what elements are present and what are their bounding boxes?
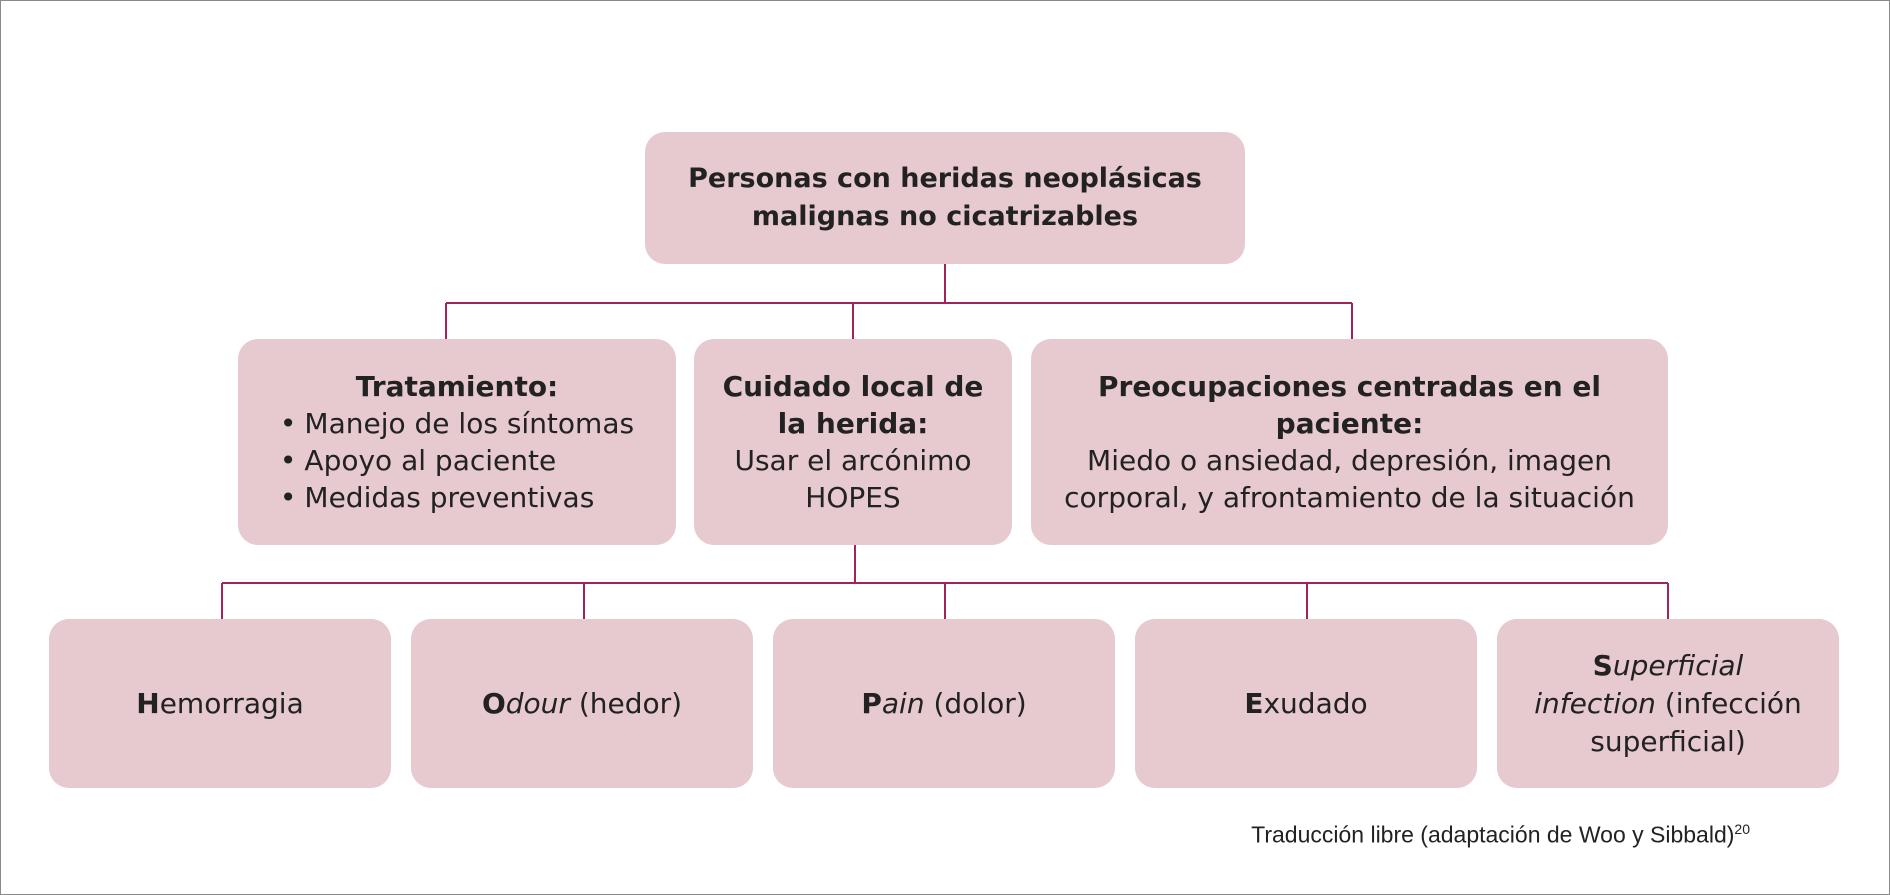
concerns-body-line1: Miedo o ansiedad, depresión, imagen (1087, 444, 1612, 477)
concerns-title-line2: paciente: (1275, 407, 1424, 440)
hopes-p-node: Pain (dolor) (773, 619, 1115, 788)
hopes-s-line3: superficial) (1590, 724, 1746, 758)
hopes-e-node: Exudado (1135, 619, 1477, 788)
hopes-h-node: Hemorragia (49, 619, 391, 788)
root-title-line1: Personas con heridas neoplásicas (688, 163, 1202, 194)
hopes-p-label: Pain (dolor) (861, 686, 1027, 720)
treatment-node: Tratamiento: Manejo de los síntomas Apoy… (238, 339, 676, 545)
hopes-s-line2: infection (infección (1534, 686, 1802, 720)
treatment-item: Manejo de los síntomas (280, 405, 634, 442)
hopes-h-label: Hemorragia (136, 686, 304, 720)
local-care-body-line1: Usar el arcónimo (734, 444, 972, 477)
concerns-title-line1: Preocupaciones centradas en el (1097, 370, 1601, 403)
reference-number: 20 (1734, 821, 1750, 837)
treatment-list: Manejo de los síntomas Apoyo al paciente… (280, 405, 634, 516)
hopes-o-label: Odour (hedor) (481, 686, 683, 720)
source-caption: Traducción libre (adaptación de Woo y Si… (1251, 821, 1750, 848)
concerns-body-line2: corporal, y afrontamiento de la situació… (1064, 481, 1635, 514)
treatment-item: Medidas preventivas (280, 479, 634, 516)
hopes-e-label: Exudado (1244, 686, 1368, 720)
hopes-o-node: Odour (hedor) (411, 619, 753, 788)
hopes-s-node: Superficial infection (infección superfi… (1497, 619, 1839, 788)
patient-concerns-node: Preocupaciones centradas en el paciente:… (1031, 339, 1668, 545)
local-care-node: Cuidado local de la herida: Usar el arcó… (694, 339, 1012, 545)
root-node: Personas con heridas neoplásicas maligna… (645, 132, 1245, 264)
local-care-title-line1: Cuidado local de (722, 370, 984, 403)
local-care-body-line2: HOPES (805, 481, 901, 514)
root-title-line2: malignas no cicatrizables (751, 201, 1139, 232)
treatment-item: Apoyo al paciente (280, 442, 634, 479)
treatment-title: Tratamiento: (355, 370, 559, 403)
local-care-title-line2: la herida: (777, 407, 929, 440)
hopes-s-line1: Superficial (1592, 648, 1744, 682)
